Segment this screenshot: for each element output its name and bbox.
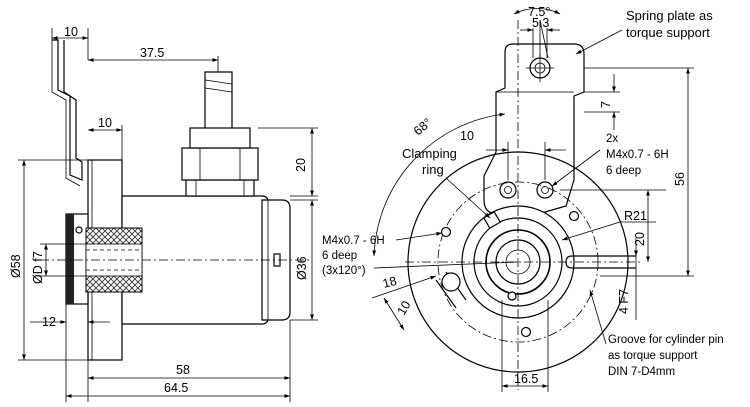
dim-length-58: 58 [176, 363, 190, 377]
svg-text:DIN 7-D4mm: DIN 7-D4mm [608, 366, 675, 378]
front-dimensions [371, 8, 694, 392]
svg-text:2x: 2x [606, 133, 618, 145]
dim-angle-68: 68° [411, 115, 434, 138]
side-dimensions [18, 28, 318, 402]
svg-text:as torque support: as torque support [608, 350, 698, 362]
svg-text:Spring plate as: Spring plate as [626, 8, 713, 23]
dim-height-56: 56 [673, 172, 687, 186]
svg-text:torque support: torque support [626, 25, 710, 40]
svg-text:M4x0.7 - 6H: M4x0.7 - 6H [606, 149, 669, 161]
cable-gland [181, 71, 259, 197]
dim-groove-4f7: 4 F7 [617, 289, 631, 314]
label-clamping-ring: Clamping ring [402, 146, 457, 177]
dim-flange-thickness-top: 10 [64, 25, 78, 39]
dim-radius-21: R21 [624, 209, 647, 223]
svg-text:6 deep: 6 deep [606, 165, 641, 177]
svg-text:ring: ring [422, 162, 444, 177]
label-groove: Groove for cylinder pin as torque suppor… [608, 334, 724, 378]
dim-height-20-front: 20 [633, 232, 647, 246]
dim-slot-18: 18 [381, 274, 398, 291]
dim-cable-offset: 37.5 [140, 46, 164, 60]
dim-shaft-12: 12 [42, 315, 56, 329]
leaders [395, 29, 623, 345]
dim-slot-10: 10 [394, 298, 413, 317]
dim-flange-thickness-mid: 10 [98, 116, 112, 130]
label-spring-plate: Spring plate as torque support [626, 8, 713, 40]
dim-length-64-5: 64.5 [164, 381, 188, 395]
shaft-area [65, 213, 143, 305]
svg-text:(3x120°): (3x120°) [322, 265, 366, 277]
svg-text:6 deep: 6 deep [322, 250, 357, 262]
spring-plate-side [52, 39, 83, 181]
dim-dia-58: Ø58 [9, 254, 23, 278]
svg-text:Groove for cylinder pin: Groove for cylinder pin [608, 334, 724, 346]
label-thread-2x: 2x M4x0.7 - 6H 6 deep [606, 133, 669, 177]
dim-width-5-3: 5.3 [532, 16, 549, 30]
dim-bore-d: ØD f7 [31, 251, 45, 284]
dim-angle-7-5: 7.5° [528, 5, 550, 19]
label-thread-3x: M4x0.7 - 6H 6 deep (3x120°) [322, 235, 385, 277]
svg-text:M4x0.7 - 6H: M4x0.7 - 6H [322, 235, 385, 247]
dim-dia-36: Ø36 [295, 256, 309, 280]
dim-height-20: 20 [294, 158, 308, 172]
dim-width-10: 10 [460, 129, 474, 143]
svg-text:Clamping: Clamping [402, 146, 457, 161]
side-view: 10 37.5 10 20 Ø58 ØD f7 Ø36 12 58 64.5 [9, 25, 318, 402]
dim-dist-7: 7 [599, 101, 613, 108]
front-view: 7.5° 5.3 7 68° 10 56 R21 20 18 10 4 F7 1… [322, 5, 724, 392]
dim-width-16-5: 16.5 [514, 372, 538, 386]
